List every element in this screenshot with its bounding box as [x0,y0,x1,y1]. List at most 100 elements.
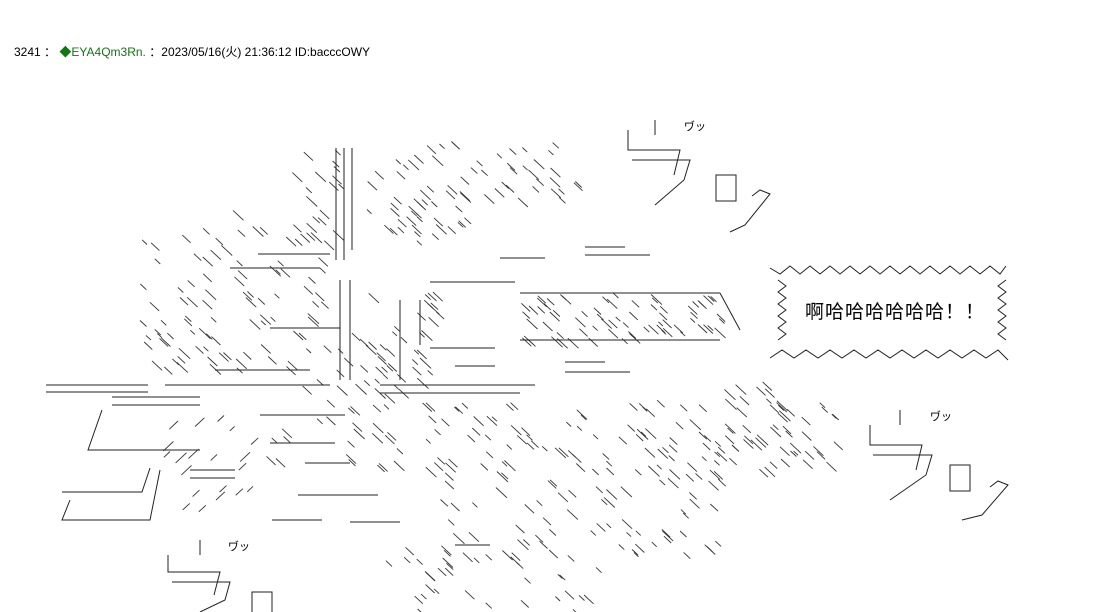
hatch-stroke [294,238,303,246]
hatch-stroke [300,233,311,243]
hatch-stroke [530,440,539,448]
hatch-stroke [743,439,754,449]
hatch-stroke [426,145,437,155]
hatch-stroke [595,567,602,574]
hatch-stroke [736,407,748,418]
hatch-stroke [769,404,780,414]
hatch-stroke [643,326,650,333]
hatch-stroke [491,416,498,422]
hatch-stroke [393,460,405,472]
hatch-stroke [679,404,688,412]
hatch-stroke [350,406,361,416]
hatch-stroke [184,315,192,322]
hatch-stroke [832,413,840,421]
hatch-stroke [742,424,752,434]
hatch-stroke [516,435,528,445]
hatch-stroke [621,519,633,530]
hatch-stroke [669,437,678,445]
hatch-stroke [622,322,629,328]
hatch-stroke [558,188,565,195]
hatch-stroke [716,313,726,323]
hatch-stroke [524,504,535,514]
hatch-stroke [785,430,793,438]
hatch-stroke [558,447,569,458]
hatch-stroke [635,530,642,536]
hatch-stroke [701,456,707,462]
hatch-stroke [396,171,406,180]
hatch-stroke [457,222,464,228]
hatch-stroke [270,316,276,322]
hatch-stroke [431,201,438,208]
hatch-stroke [548,528,557,536]
hatch-stroke [669,469,681,480]
hatch-stroke [549,479,558,487]
hatch-stroke [176,361,189,373]
sfx-middle-right-text: ヷッ [930,410,952,423]
hatch-stroke [606,298,618,309]
hatch-stroke [532,185,540,193]
hatch-stroke [416,216,423,223]
hatch-stroke [588,337,599,347]
hatch-stroke [292,172,303,183]
hatch-stroke [631,549,639,556]
hatch-stroke [656,464,662,470]
hatch-stroke [302,385,312,395]
hatch-stroke [151,360,163,371]
hatch-stroke [390,207,400,217]
hatch-stroke [379,344,387,351]
hatch-stroke [247,291,255,298]
hatch-stroke [363,380,371,387]
hatch-stroke [539,540,548,549]
hatch-stroke [762,381,773,391]
poster-id[interactable]: ID:bacccOWY [294,45,371,59]
hatch-stroke [629,402,638,411]
hatch-stroke [280,268,291,278]
hatch-stroke [659,305,668,314]
sfx-bottom-left-text: ヷッ [228,540,250,553]
hatch-stroke [245,297,257,308]
hatch-stroke [425,572,436,582]
hatch-stroke [542,517,552,526]
hatch-stroke [260,320,267,326]
hatch-stroke [526,318,538,330]
post-number[interactable]: 3241 [14,45,41,59]
hatch-stroke [600,498,608,506]
hatch-stroke [400,336,408,344]
hatch-stroke [714,327,726,339]
hatch-stroke [172,358,180,366]
hatch-stroke [656,324,666,334]
hatch-stroke [428,316,439,328]
hatch-stroke [423,299,434,309]
hatch-stroke [283,436,291,443]
hatch-stroke [735,384,747,395]
hatch-stroke [439,143,445,150]
hatch-stroke [535,178,545,187]
hatch-stroke [596,313,604,321]
hatch-stroke [772,424,779,431]
hatch-stroke [831,413,837,419]
hatch-stroke [434,429,441,436]
hatch-stroke [704,544,716,555]
hatch-stroke [573,182,583,192]
hatch-stroke [480,463,489,471]
hatch-stroke [266,456,276,466]
post-datetime: 2023/05/16(火) 21:36:12 [161,45,292,59]
hatch-stroke [549,311,560,322]
hatch-stroke [687,305,698,315]
hatch-stroke [219,485,227,493]
hatch-stroke [446,562,454,570]
hatch-stroke [305,187,313,194]
hatch-stroke [802,459,813,470]
hatch-stroke [556,332,564,340]
hatch-stroke [804,450,815,460]
hatch-stroke [433,462,444,472]
hatch-stroke [455,205,463,213]
hatch-stroke [246,486,254,493]
hatch-stroke [413,154,424,164]
hatch-stroke [175,452,187,464]
hatch-stroke [555,596,561,602]
hatch-stroke [724,389,736,401]
hatch-stroke [338,183,344,190]
hatch-stroke [606,460,613,467]
hatch-stroke [210,454,218,461]
